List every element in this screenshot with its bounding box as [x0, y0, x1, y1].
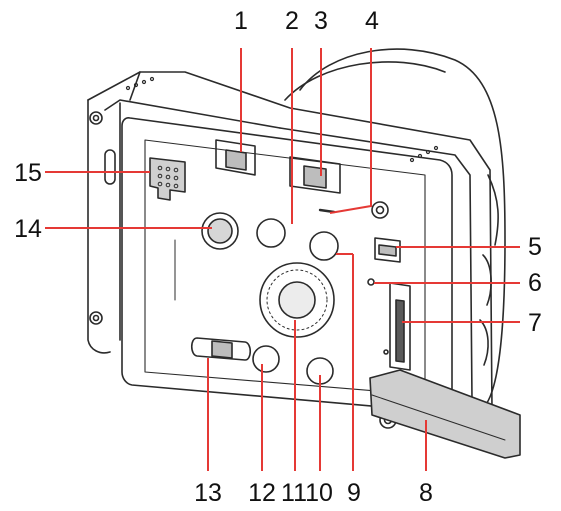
callout-15: 15 — [14, 159, 42, 187]
callout-3: 3 — [314, 7, 328, 35]
switch-1 — [215, 139, 256, 176]
callout-numbers: 1 2 3 4 5 6 7 8 9 10 11 12 13 14 15 — [14, 7, 542, 507]
callout-8: 8 — [419, 479, 433, 507]
lamp-6 — [367, 278, 375, 286]
callout-10: 10 — [305, 479, 333, 507]
callout-13: 13 — [194, 479, 222, 507]
callout-line-4 — [329, 48, 372, 214]
callout-4: 4 — [365, 7, 379, 35]
callout-lines — [45, 48, 520, 471]
callout-6: 6 — [528, 269, 542, 297]
camera-body — [87, 71, 493, 429]
button-14 — [201, 212, 239, 250]
button-9 — [309, 231, 339, 261]
connector-5 — [374, 237, 401, 263]
switch-3 — [289, 156, 341, 194]
grille-15 — [149, 157, 186, 201]
cover-8 — [369, 369, 521, 459]
callout-1: 1 — [234, 7, 248, 35]
indicator-4 — [318, 208, 336, 214]
button-12 — [252, 345, 280, 373]
callout-14: 14 — [14, 215, 42, 243]
control-wheel-11 — [259, 262, 335, 338]
card-slot-7 — [383, 282, 411, 371]
button-2 — [256, 218, 286, 248]
switch-13 — [190, 337, 252, 361]
callout-9: 9 — [347, 479, 361, 507]
callout-7: 7 — [528, 309, 542, 337]
callout-12: 12 — [248, 479, 276, 507]
callout-2: 2 — [285, 7, 299, 35]
callout-11: 11 — [281, 479, 307, 507]
callout-5: 5 — [528, 233, 542, 261]
